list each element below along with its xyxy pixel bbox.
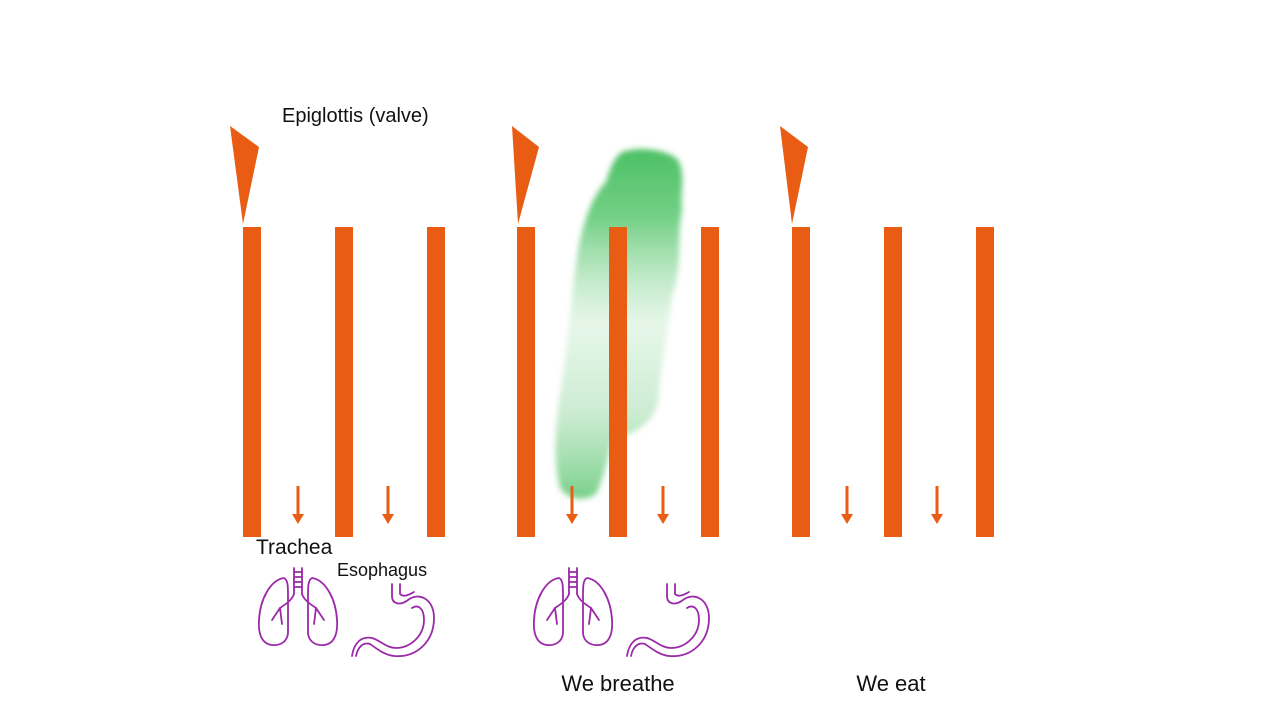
- divider-wall: [335, 227, 353, 537]
- divider-wall: [609, 227, 627, 537]
- trachea-label: Trachea: [256, 536, 333, 559]
- breathe-caption: We breathe: [561, 671, 674, 696]
- down-arrow-icon: [931, 486, 943, 524]
- down-arrow-icon: [657, 486, 669, 524]
- lungs-icon: [257, 567, 339, 646]
- lungs-icon: [532, 567, 614, 646]
- stomach-icon: [351, 583, 435, 657]
- trachea-wall-left: [243, 227, 261, 537]
- panel-eat: We eat: [780, 126, 994, 696]
- trachea-wall-left: [517, 227, 535, 537]
- esophagus-wall-right: [701, 227, 719, 537]
- down-arrow-icon: [292, 486, 304, 524]
- esophagus-label: Esophagus: [337, 560, 427, 580]
- epiglottis-flap: [780, 126, 808, 224]
- stomach-icon: [626, 583, 710, 657]
- eat-caption: We eat: [856, 671, 925, 696]
- epiglottis-label: Epiglottis (valve): [282, 105, 429, 127]
- epiglottis-flap: [512, 126, 539, 224]
- esophagus-wall-right: [427, 227, 445, 537]
- esophagus-wall-right: [976, 227, 994, 537]
- epiglottis-flap: [230, 126, 259, 224]
- panel-diagram: Epiglottis (valve) Trachea Esophagus: [230, 105, 445, 657]
- divider-wall: [884, 227, 902, 537]
- down-arrow-icon: [841, 486, 853, 524]
- trachea-wall-left: [792, 227, 810, 537]
- panel-breathe: We breathe: [512, 126, 719, 696]
- down-arrow-icon: [566, 486, 578, 524]
- down-arrow-icon: [382, 486, 394, 524]
